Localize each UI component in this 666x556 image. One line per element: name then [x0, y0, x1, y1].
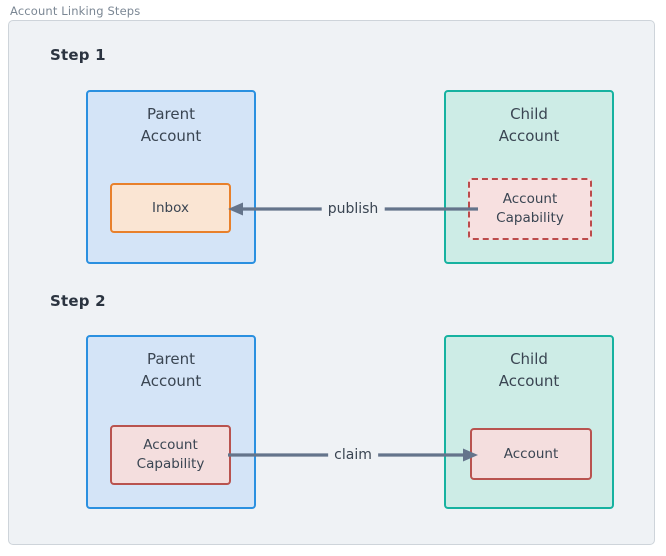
- parent-account-title-step1: Parent Account: [140, 105, 202, 145]
- parent-account-box-step1[interactable]: Parent Account: [86, 90, 256, 264]
- step-label-1: Step 1: [50, 46, 106, 64]
- publish-label: publish: [321, 201, 385, 217]
- child-account-title-step2: Child Account: [498, 350, 560, 390]
- inbox-box-step1[interactable]: Inbox: [110, 183, 231, 233]
- claim-label: claim: [328, 447, 378, 463]
- parent-account-title-step2: Parent Account: [140, 350, 202, 390]
- publish-connector: publish: [228, 192, 478, 226]
- account-box-step2[interactable]: Account: [470, 428, 592, 480]
- step-label-2: Step 2: [50, 292, 106, 310]
- claim-connector: claim: [228, 438, 478, 472]
- child-account-title-step1: Child Account: [498, 105, 560, 145]
- child-account-box-step2[interactable]: Child Account: [444, 335, 614, 509]
- account-capability-box-step2[interactable]: Account Capability: [110, 425, 231, 485]
- account-capability-box-step1[interactable]: Account Capability: [468, 178, 592, 240]
- figure-title: Account Linking Steps: [10, 4, 141, 18]
